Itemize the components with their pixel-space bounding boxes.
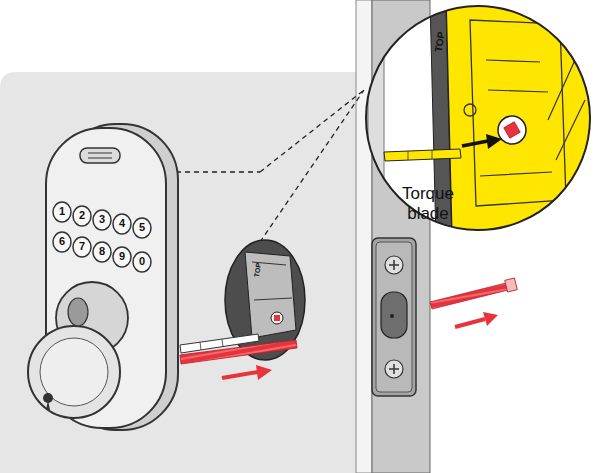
keypad-button: [133, 252, 151, 272]
keypad-digit: 1: [59, 205, 65, 218]
insert-arrow: [483, 312, 498, 326]
door-face: [0, 72, 356, 473]
keypad-button: [93, 242, 111, 262]
part-label: Torque blade: [388, 184, 468, 225]
face-plate: [372, 238, 416, 396]
keypad-button: [113, 214, 131, 234]
keypad-digit: 5: [139, 221, 145, 234]
insert-arrow: [256, 365, 272, 380]
keypad-digit: 4: [119, 217, 125, 230]
keypad-button: [73, 237, 91, 257]
keypad-button: [93, 210, 111, 230]
keypad-button: [53, 232, 71, 252]
keypad-digit: 7: [79, 240, 85, 253]
keypad-digit: 6: [59, 235, 65, 248]
keypad-button: [133, 218, 151, 238]
keypad-button: [73, 206, 91, 226]
keypad-button: [113, 247, 131, 267]
keypad-button: [53, 202, 71, 222]
keypad-digit: 8: [99, 245, 105, 258]
keypad-digit: 0: [139, 255, 145, 268]
keypad-digit: 2: [79, 209, 85, 222]
torque-blade-red: [430, 282, 512, 309]
tailpiece-red: [180, 340, 297, 364]
keypad-digit: 3: [99, 213, 105, 226]
magnifier: [356, 0, 595, 240]
dashed-leader: [176, 90, 364, 242]
door-edge-strip: [356, 0, 372, 473]
keypad-lock: [28, 124, 178, 430]
keypad-digit: 9: [119, 250, 125, 263]
